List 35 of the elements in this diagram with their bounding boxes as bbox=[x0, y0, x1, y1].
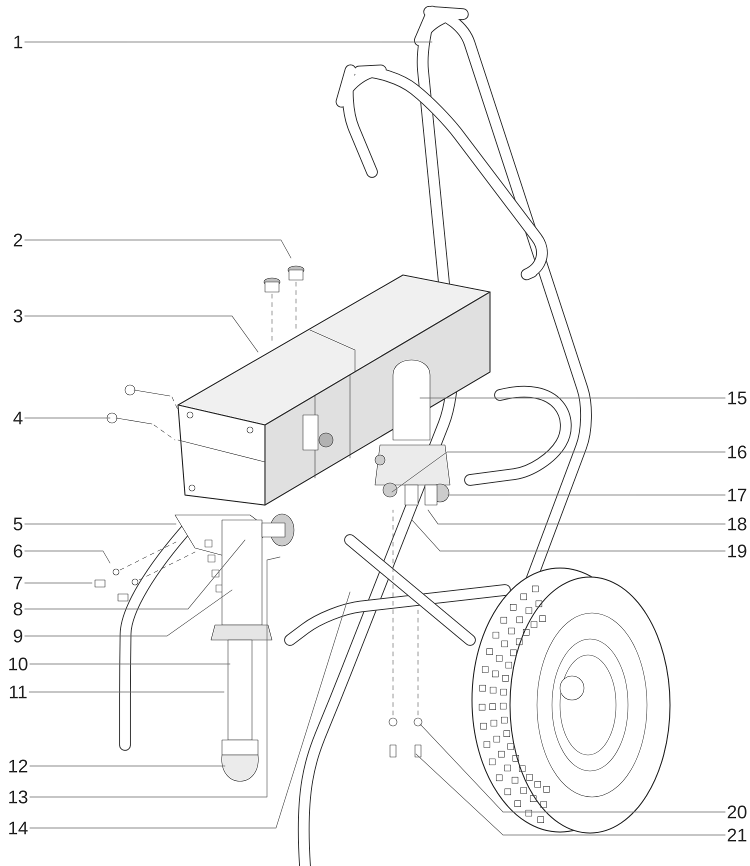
callout-number: 14 bbox=[9, 822, 28, 834]
leader-line bbox=[24, 240, 292, 258]
leader-line bbox=[416, 754, 726, 836]
callout-number: 5 bbox=[14, 518, 22, 530]
leader-line bbox=[24, 316, 258, 352]
leader-line bbox=[24, 550, 110, 564]
callout-number: 9 bbox=[14, 630, 22, 642]
callout-number: 20 bbox=[728, 806, 746, 818]
callout-number: 12 bbox=[9, 760, 28, 772]
callout-number: 13 bbox=[9, 790, 28, 804]
callout-number: 3 bbox=[14, 310, 22, 322]
leader-line bbox=[420, 724, 726, 812]
leader-line bbox=[30, 592, 350, 828]
leader-line bbox=[428, 510, 726, 524]
callout-number: 1 bbox=[14, 36, 22, 48]
callout-number: 18 bbox=[728, 518, 746, 530]
callout-number: 15 bbox=[728, 392, 746, 404]
leader-line bbox=[392, 452, 726, 492]
leader-line bbox=[448, 494, 726, 496]
callout-number: 8 bbox=[14, 602, 22, 616]
leader-line bbox=[30, 556, 280, 798]
callout-number: 6 bbox=[14, 544, 22, 558]
callout-number: 4 bbox=[13, 412, 23, 424]
callout-number: 16 bbox=[728, 446, 746, 458]
leader-line bbox=[24, 590, 232, 636]
leader-line bbox=[24, 540, 246, 610]
callout-number: 21 bbox=[728, 828, 746, 842]
callout-number: 2 bbox=[14, 234, 22, 246]
callout-number: 10 bbox=[9, 658, 28, 670]
callout-number: 11 bbox=[10, 686, 27, 698]
leader-line bbox=[412, 520, 726, 552]
callout-number: 7 bbox=[14, 576, 22, 590]
callout-number: 17 bbox=[728, 488, 746, 502]
callout-number: 19 bbox=[728, 544, 746, 558]
leader-line bbox=[24, 582, 92, 584]
